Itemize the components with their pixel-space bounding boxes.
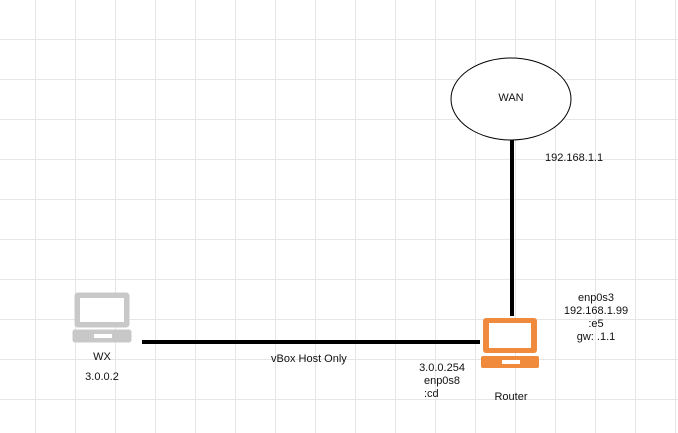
router-screen-inner (489, 323, 531, 348)
router-wan-iface-ip: 192.168.1.99 (563, 305, 629, 317)
laptop-base-slot (94, 334, 112, 338)
router-base-slot (502, 360, 520, 364)
wan-label: WAN (498, 92, 524, 104)
router-wan-iface-name: enp0s3 (577, 292, 615, 304)
host-ip-label: 3.0.0.2 (85, 371, 119, 383)
router-lan-interface: 3.0.0.254 enp0s8 :cd (410, 362, 474, 401)
router-wan-iface-mac: :e5 (588, 318, 604, 330)
router-lan-iface-ip: 3.0.0.254 (419, 362, 465, 374)
wan-ip-label: 192.168.1.1 (545, 152, 604, 164)
host-label: WX (93, 351, 111, 363)
laptop-icon[interactable] (72, 292, 132, 343)
router-label: Router (494, 391, 528, 403)
link-label: vBox Host Only (271, 353, 347, 365)
router-wan-interface: enp0s3 192.168.1.99 :e5 gw: .1.1 (558, 292, 634, 344)
laptop-screen-inner (80, 298, 124, 322)
router-lan-iface-name: enp0s8 (423, 375, 461, 387)
router-wan-iface-gw: gw: .1.1 (576, 331, 616, 343)
router-lan-iface-mac: :cd (424, 388, 439, 400)
router-icon[interactable] (481, 318, 539, 368)
